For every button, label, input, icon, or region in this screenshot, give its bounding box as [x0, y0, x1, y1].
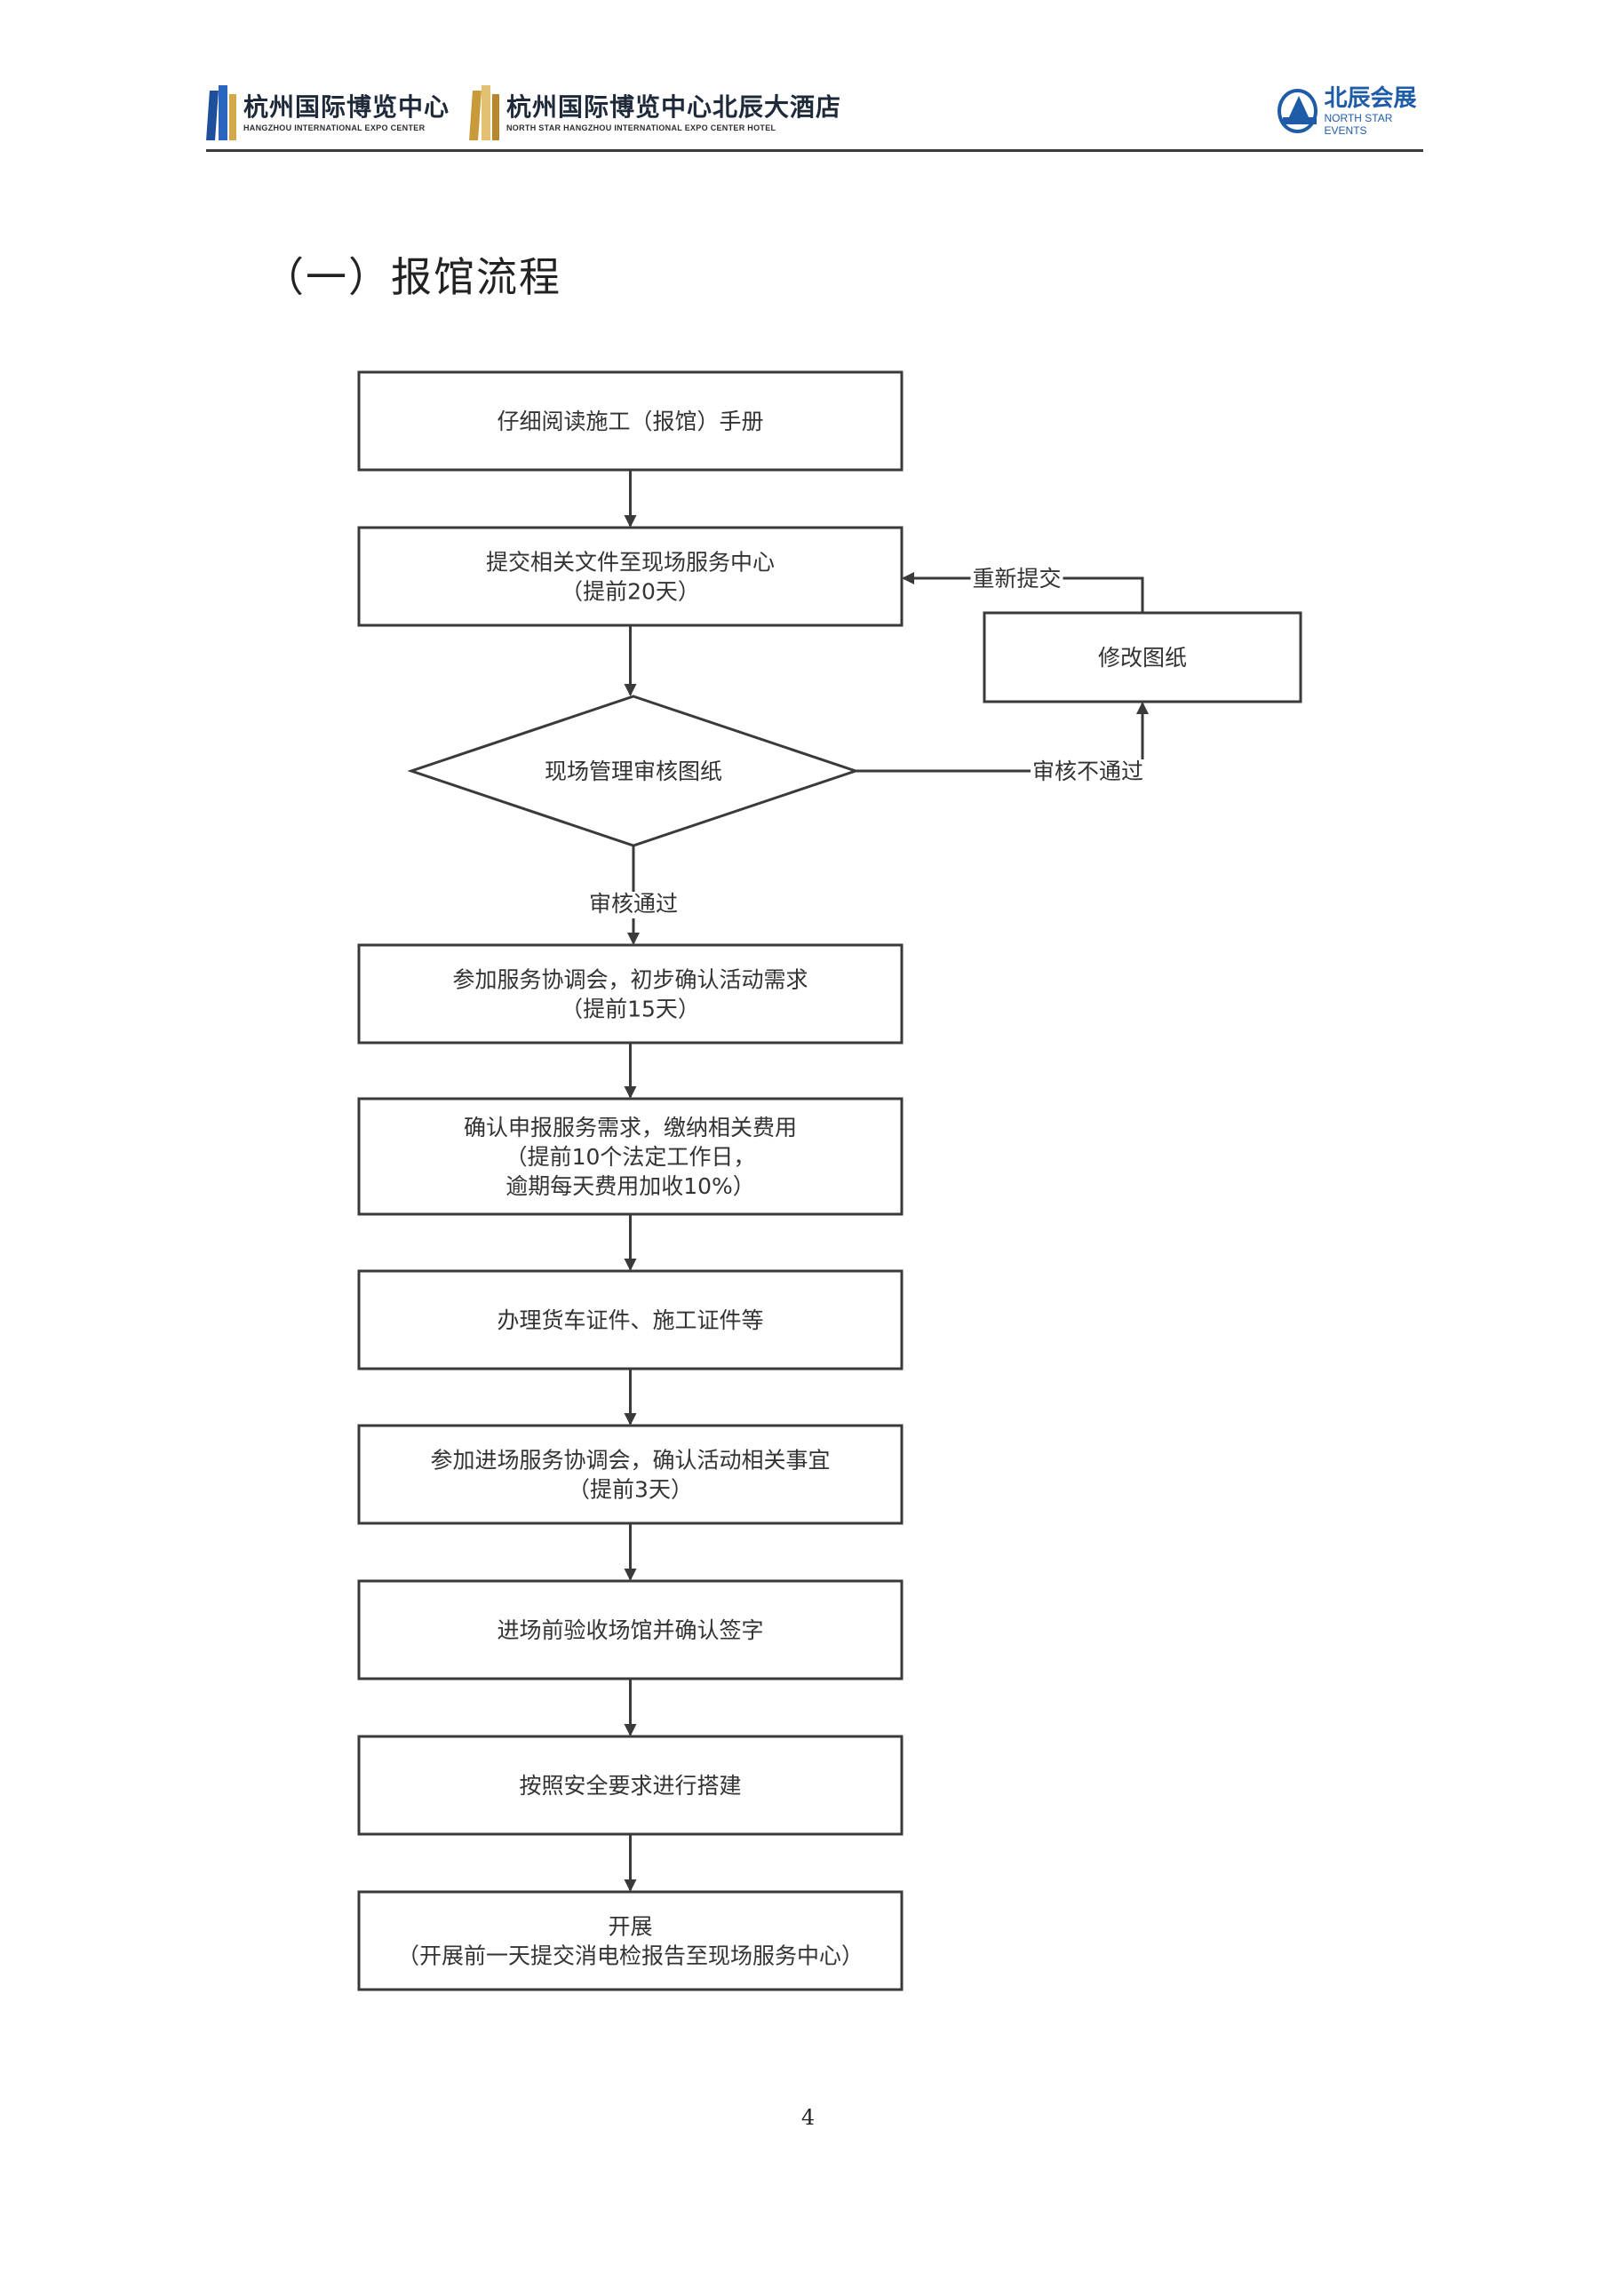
flow-step-text: 提交相关文件至现场服务中心 — [486, 550, 775, 576]
flow-decision-n3 — [407, 695, 860, 847]
hotel-logo-icon — [469, 85, 499, 140]
edge-label: 重新提交 — [972, 566, 1061, 592]
edge-label: 审核通过 — [589, 891, 678, 917]
flow-step-n11 — [357, 1890, 904, 1991]
page-number: 4 — [800, 2105, 816, 2130]
section-title: （一）报馆流程 — [263, 253, 561, 301]
flow-step-text: （提前3天） — [568, 1477, 693, 1503]
edge-label-bg — [587, 892, 680, 918]
north-star-events-name-en: NORTH STAR EVENTS — [1324, 112, 1393, 137]
flow-step-text: 进场前验收场馆并确认签字 — [497, 1617, 763, 1643]
flow-step-n8 — [357, 1424, 904, 1525]
flow-step-n10 — [357, 1735, 904, 1836]
flow-step-text: 开展 — [608, 1914, 652, 1940]
expo-center-name-cn: 杭州国际博览中心 — [243, 92, 450, 122]
flow-step-text: 修改图纸 — [1098, 645, 1187, 671]
north-star-hotel-logo: 杭州国际博览中心北辰大酒店 NORTH STAR HANGZHOU INTERN… — [469, 85, 841, 140]
hotel-name-cn: 杭州国际博览中心北辰大酒店 — [506, 92, 842, 122]
flow-step-text: （提前20天） — [561, 579, 700, 605]
flow-step-text: 逾期每天费用加收10%） — [505, 1173, 755, 1199]
flow-step-text: 仔细阅读施工（报馆）手册 — [497, 409, 763, 434]
flow-step-text: 参加服务协调会，初步确认活动需求 — [452, 967, 808, 993]
flow-step-n4 — [983, 611, 1302, 703]
flow-step-n1 — [357, 370, 904, 472]
expo-center-logo-icon — [206, 85, 236, 140]
flow-step-n2 — [357, 526, 904, 627]
flow-step-text: 办理货车证件、施工证件等 — [497, 1307, 763, 1333]
flow-step-text: 确认申报服务需求，缴纳相关费用 — [464, 1115, 797, 1140]
page-header: 杭州国际博览中心 HANGZHOU INTERNATIONAL EXPO CEN… — [206, 85, 1423, 152]
north-star-events-icon — [1278, 89, 1317, 133]
north-star-events-name-cn: 北辰会展 — [1324, 85, 1417, 112]
flow-step-n9 — [357, 1579, 904, 1680]
flow-step-text: （开展前一天提交消电检报告至现场服务中心） — [397, 1943, 864, 1969]
edge-label-bg — [1031, 759, 1145, 786]
flow-step-n5 — [357, 943, 904, 1045]
hangzhou-expo-center-logo: 杭州国际博览中心 HANGZHOU INTERNATIONAL EXPO CEN… — [206, 85, 450, 140]
hotel-name-en: NORTH STAR HANGZHOU INTERNATIONAL EXPO C… — [506, 123, 776, 132]
edge-label: 审核不通过 — [1032, 759, 1143, 784]
north-star-events-logo: 北辰会展 NORTH STAR EVENTS — [1278, 85, 1423, 137]
flow-step-n6 — [357, 1097, 904, 1216]
flow-step-text: 按照安全要求进行搭建 — [519, 1773, 741, 1799]
expo-center-name-en: HANGZHOU INTERNATIONAL EXPO CENTER — [243, 123, 426, 132]
flow-step-n7 — [357, 1269, 904, 1370]
flow-step-text: 现场管理审核图纸 — [545, 759, 722, 784]
flow-step-text: 参加进场服务协调会，确认活动相关事宜 — [430, 1448, 830, 1474]
flow-step-text: （提前10个法定工作日， — [505, 1144, 756, 1170]
edge-label-bg — [970, 567, 1063, 593]
flow-step-text: （提前15天） — [561, 997, 700, 1022]
